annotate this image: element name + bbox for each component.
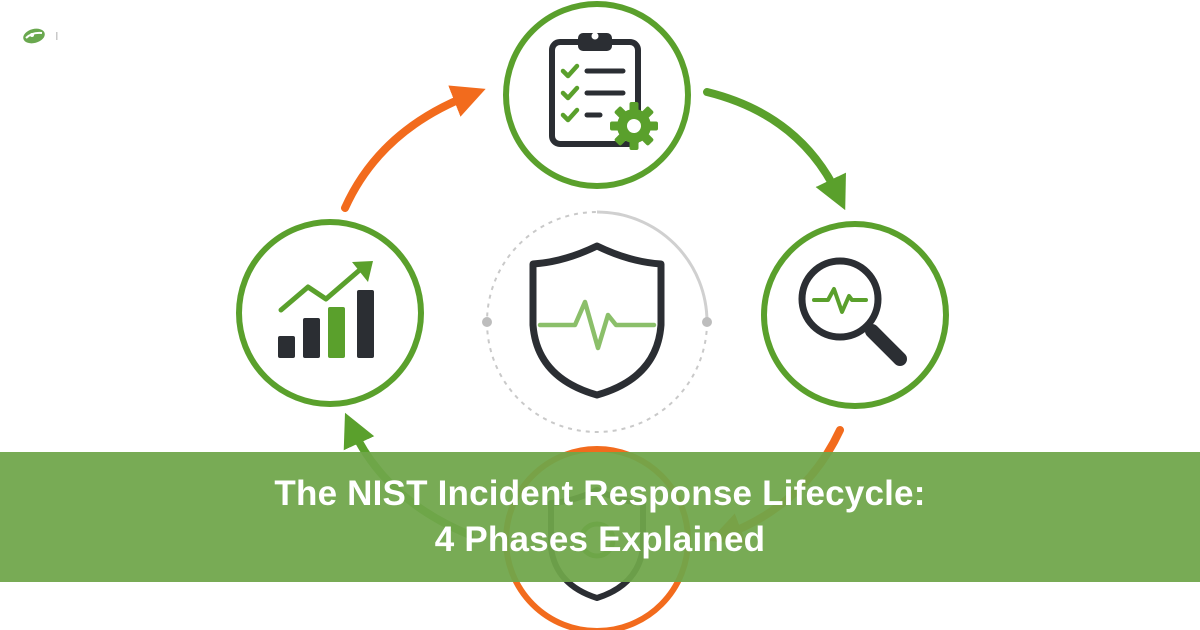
phase-node-left <box>236 219 424 407</box>
center-dot-left <box>482 317 492 327</box>
shield-heartbeat-icon <box>529 242 665 399</box>
center-dot-right <box>702 317 712 327</box>
phase-node-top <box>503 1 691 189</box>
clipboard-checklist-gear-icon <box>549 32 658 150</box>
arrow-top-to-right <box>703 88 846 211</box>
phase-node-right <box>761 221 949 409</box>
center-hub <box>482 210 712 433</box>
leaf-globe-logo <box>23 28 58 44</box>
magnifier-heartbeat-icon <box>798 257 907 366</box>
title-banner: The NIST Incident Response Lifecycle: 4 … <box>0 452 1200 582</box>
arrow-left-to-top <box>341 85 486 212</box>
banner-title-line-1: The NIST Incident Response Lifecycle: <box>274 474 926 513</box>
bar-chart-trend-icon <box>278 261 374 358</box>
center-ring-accent <box>596 210 709 323</box>
gear-icon <box>610 102 658 150</box>
banner-title-line-2: 4 Phases Explained <box>434 520 766 559</box>
